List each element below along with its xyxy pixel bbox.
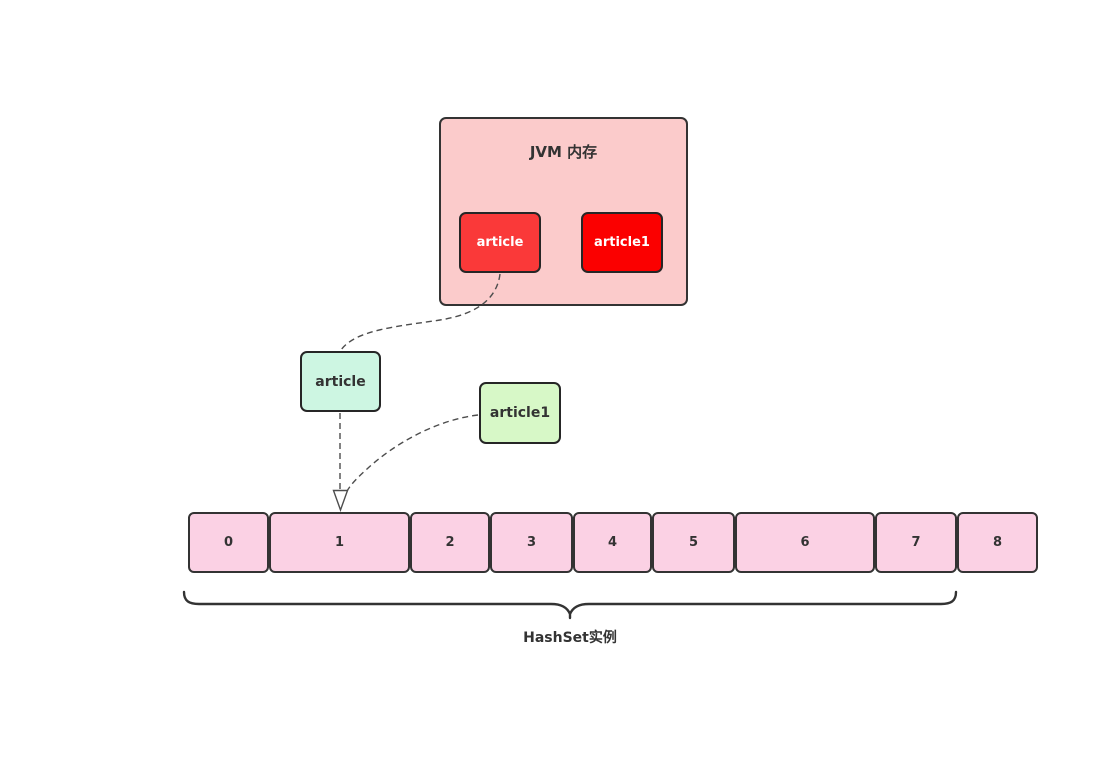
hashset-instance-label: HashSet实例 — [523, 630, 617, 646]
hashset-brace — [182, 590, 958, 620]
bucket-cell-0: 0 — [188, 512, 269, 573]
jvm-memory-title: JVM 内存 — [529, 143, 598, 161]
bucket-cell-8: 8 — [957, 512, 1038, 573]
arrowhead-bucket1-icon — [332, 489, 349, 513]
bucket-cell-2: 2 — [410, 512, 490, 573]
bucket-cell-3: 3 — [490, 512, 573, 573]
bucket-cell-6: 6 — [735, 512, 875, 573]
set-element-article1-label: article1 — [489, 405, 551, 421]
bucket-cell-5: 5 — [652, 512, 735, 573]
bucket-cell-1: 1 — [269, 512, 410, 573]
heap-object-article1-label: article1 — [594, 235, 650, 250]
connector-element-article1-to-bucket1 — [345, 414, 479, 494]
heap-object-article1: article1 — [581, 212, 663, 273]
heap-object-article-label: article — [476, 235, 524, 250]
set-element-article: article — [300, 351, 381, 412]
bucket-cell-4: 4 — [573, 512, 652, 573]
bucket-cell-7: 7 — [875, 512, 957, 573]
hashset-bucket-array: 0 1 2 3 4 5 6 7 8 — [188, 512, 1038, 573]
set-element-article-label: article — [315, 373, 366, 390]
set-element-article1: article1 — [479, 382, 561, 444]
heap-object-article: article — [459, 212, 541, 273]
